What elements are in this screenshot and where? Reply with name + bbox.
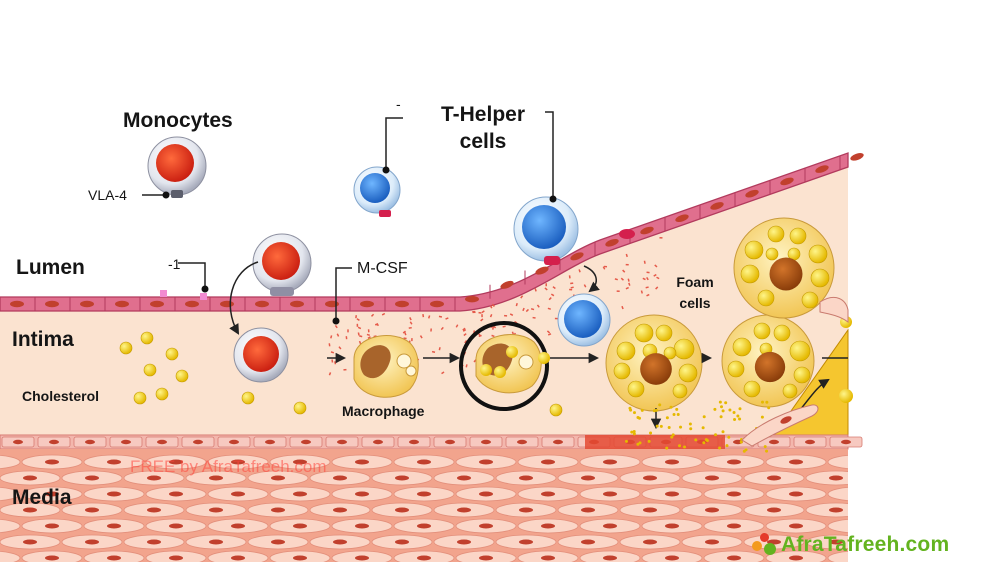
foam-cell-icon (722, 315, 814, 407)
endothelial-nucleus (80, 301, 94, 307)
t-helper-cell-icon (558, 294, 610, 346)
cholesterol-particle (120, 342, 132, 354)
intima-label: Intima (12, 328, 74, 352)
lumen-label: Lumen (16, 256, 85, 280)
endothelial-nucleus (430, 301, 444, 307)
monocyte-cell-icon (148, 137, 206, 198)
t-helper-line-2: cells (428, 128, 538, 155)
logo-text: AfraTafreeh.com (781, 533, 949, 557)
endothelial-nucleus (115, 301, 129, 307)
endothelial-nucleus (360, 301, 374, 307)
endothelial-nucleus (325, 301, 339, 307)
foam-line-1: Foam (672, 272, 718, 293)
endothelial-nucleus (290, 301, 304, 307)
cholesterol-particle (141, 332, 153, 344)
cholesterol-particle (242, 392, 254, 404)
endothelial-nucleus (45, 301, 59, 307)
cholesterol-particle (166, 348, 178, 360)
cholesterol-particle (156, 388, 168, 400)
monocyte-cell-icon (234, 328, 288, 382)
foam-line-2: cells (672, 293, 718, 314)
m-csf-label: M-CSF (357, 260, 408, 278)
endothelial-nucleus (395, 301, 409, 307)
cholesterol-particle (144, 364, 156, 376)
smooth-muscle-cell (828, 487, 888, 501)
foam-cell-icon (734, 218, 834, 318)
monocyte-cell-icon (253, 234, 311, 296)
t-helper-cell-icon (354, 167, 400, 217)
watermark-text: FREE by AfraTafreeh.com (130, 457, 327, 477)
smooth-muscle-cell (828, 455, 888, 469)
internal-elastic-lamina (0, 435, 862, 449)
t-helper-line-1: T-Helper (428, 101, 538, 128)
endothelial-nucleus (10, 301, 24, 307)
endothelial-nucleus (255, 301, 269, 307)
endothelial-nucleus (220, 301, 234, 307)
cholesterol-particle (134, 392, 146, 404)
macrophage-cell-icon (354, 336, 418, 398)
foam-cell-icon (606, 315, 702, 411)
site-logo[interactable]: AfraTafreeh.com (752, 531, 949, 559)
cholesterol-particle (294, 402, 306, 414)
endothelial-nucleus (185, 301, 199, 307)
cholesterol-particle (550, 404, 562, 416)
logo-dots-icon (752, 533, 778, 557)
t-helper-cells-label: T-Helper cells (428, 101, 538, 155)
foam-cells-label: Foam cells (672, 272, 718, 314)
vla4-label: VLA-4 (88, 187, 127, 203)
endothelial-nucleus (150, 301, 164, 307)
cholesterol-particle (176, 370, 188, 382)
minus-one-label: -1 (168, 256, 180, 272)
endothelial-nucleus (849, 152, 864, 163)
media-label: Media (12, 486, 72, 510)
endothelial-nucleus (465, 296, 479, 302)
monocytes-label: Monocytes (123, 109, 233, 133)
macrophage-label: Macrophage (342, 403, 424, 419)
dash-label: - (396, 96, 401, 112)
cholesterol-label: Cholesterol (22, 388, 99, 404)
